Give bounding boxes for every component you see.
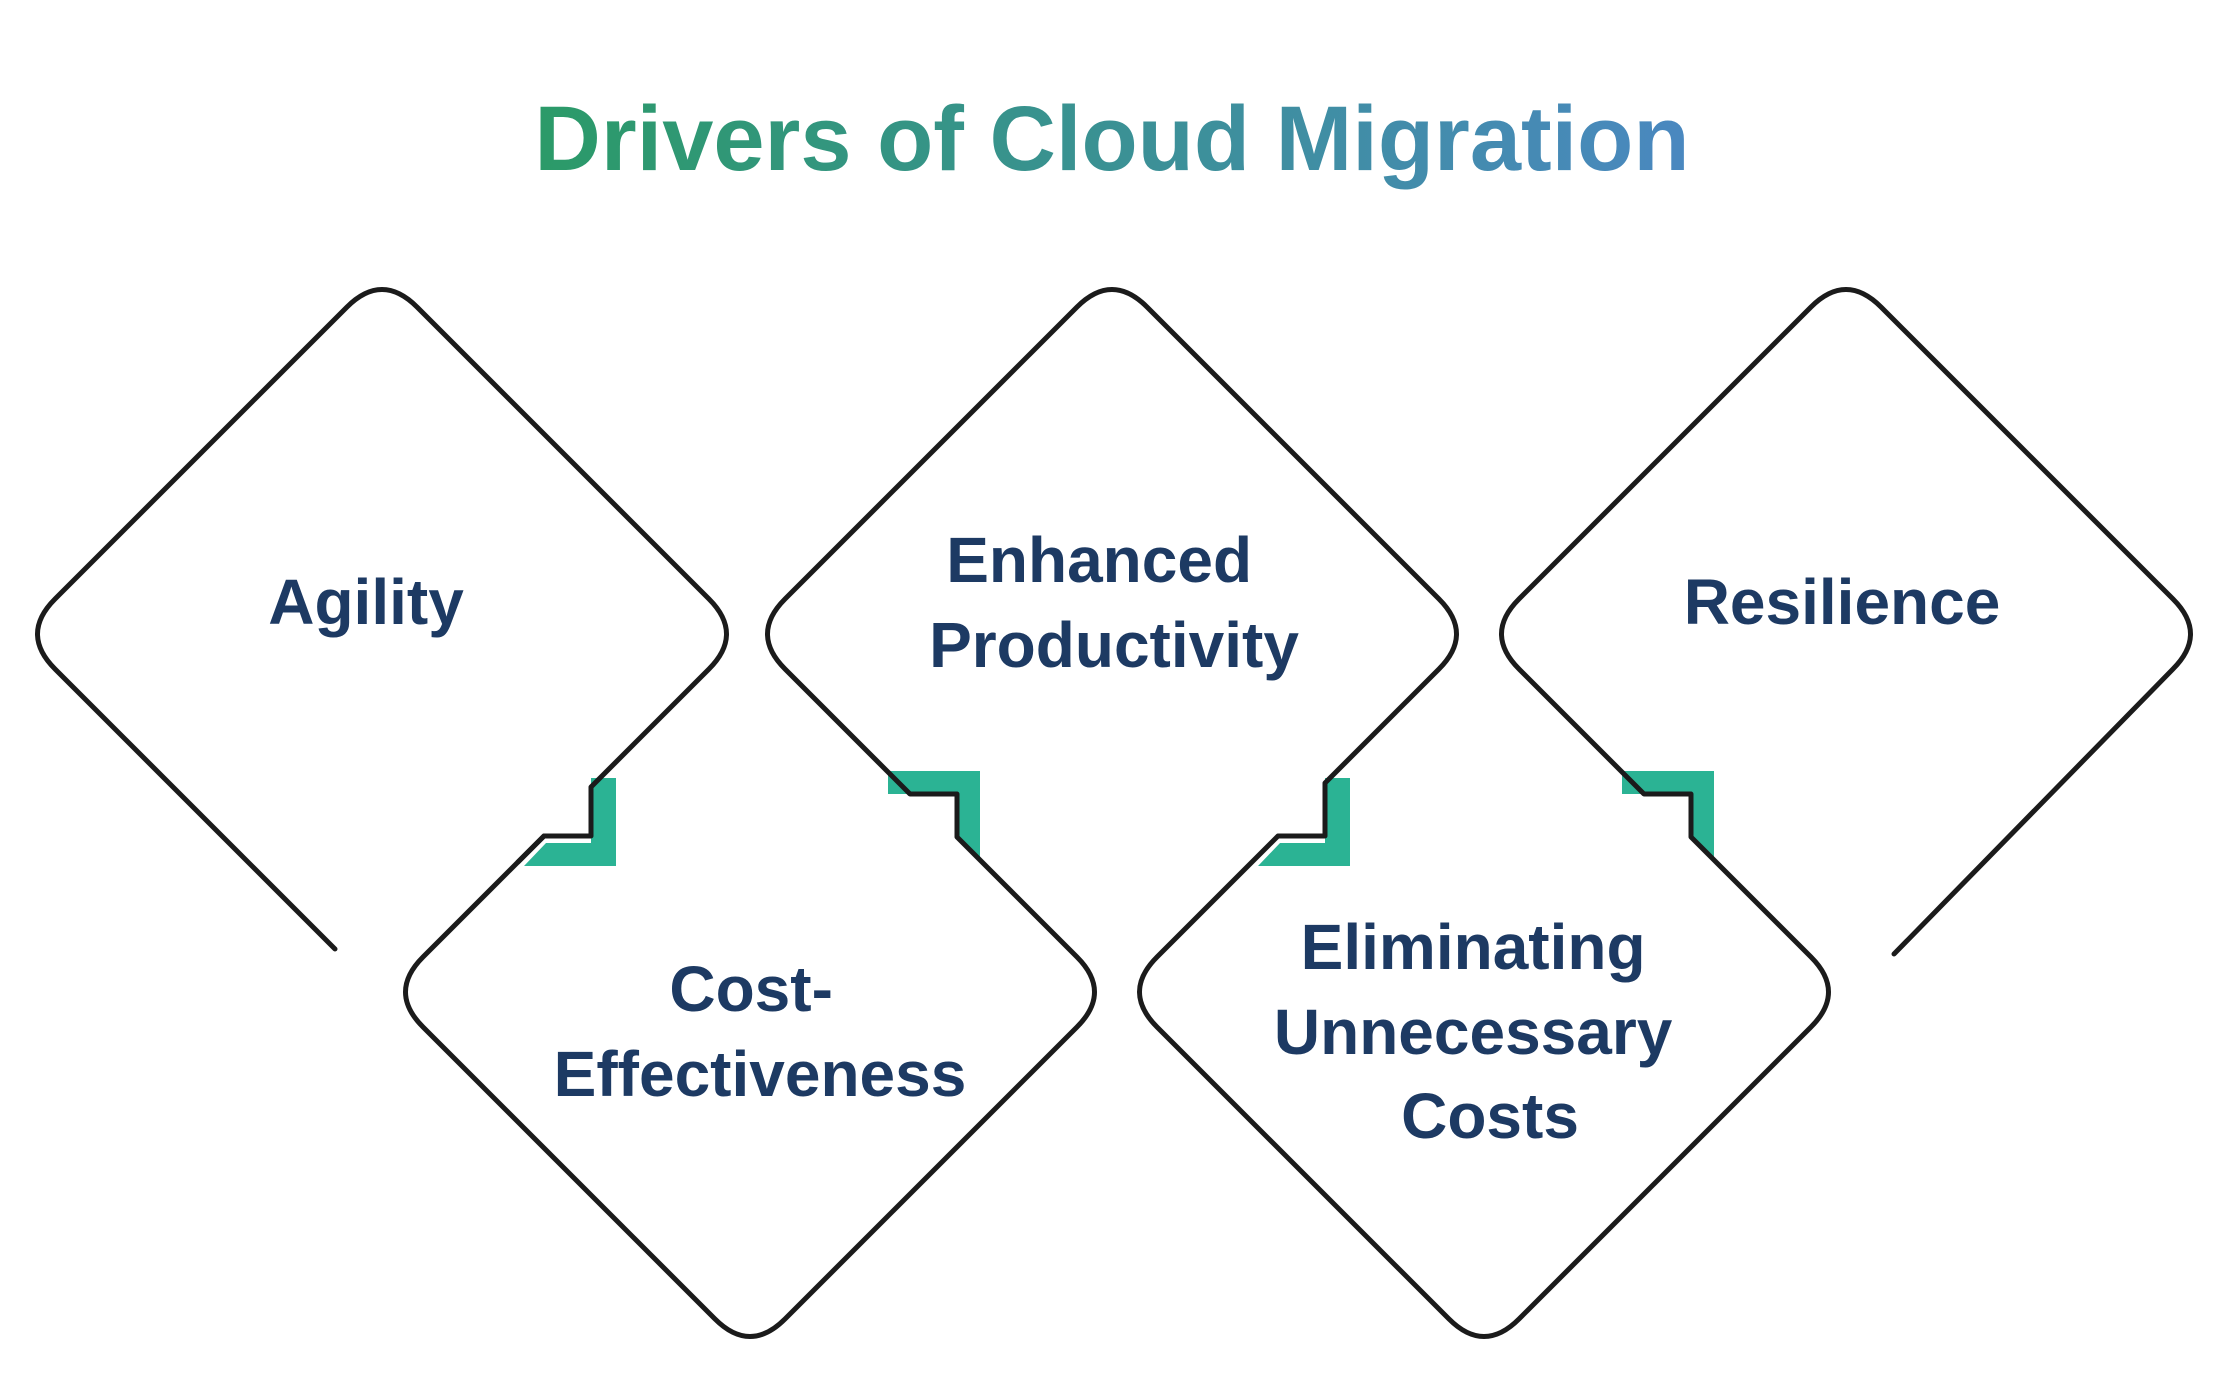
driver-label-line: Unnecessary — [1274, 996, 1673, 1068]
driver-label-enhanced-productivity: Enhanced Productivity — [929, 524, 1299, 681]
driver-labels: Agility Cost- Effectiveness Enhanced Pro… — [268, 524, 2000, 1152]
connector-accent-enhanced-eliminating — [1258, 778, 1350, 866]
diamond-agility-outline — [35, 287, 729, 952]
driver-label-eliminating-unnecessary-costs: Eliminating Unnecessary Costs — [1274, 911, 1690, 1152]
diagram-title: Drivers of Cloud Migration — [534, 88, 1689, 190]
driver-label-agility: Agility — [268, 566, 464, 638]
connector-accents — [524, 771, 1714, 866]
connector-accent-agility-cost — [524, 778, 616, 866]
driver-label-line: Enhanced — [946, 524, 1252, 596]
driver-label-line: Cost- — [669, 953, 833, 1025]
driver-label-resilience: Resilience — [1684, 566, 2001, 638]
driver-label-line: Effectiveness — [554, 1038, 967, 1110]
diamond-cost-effectiveness-outline — [403, 287, 2193, 1339]
driver-label-cost-effectiveness: Cost- Effectiveness — [554, 953, 967, 1110]
driver-label-line: Productivity — [929, 609, 1299, 681]
driver-label-line: Eliminating — [1301, 911, 1646, 983]
driver-label-line: Costs — [1401, 1080, 1579, 1152]
diamond-outlines — [35, 287, 2193, 1339]
driver-label-line: Agility — [268, 566, 464, 638]
driver-label-line: Resilience — [1684, 566, 2001, 638]
